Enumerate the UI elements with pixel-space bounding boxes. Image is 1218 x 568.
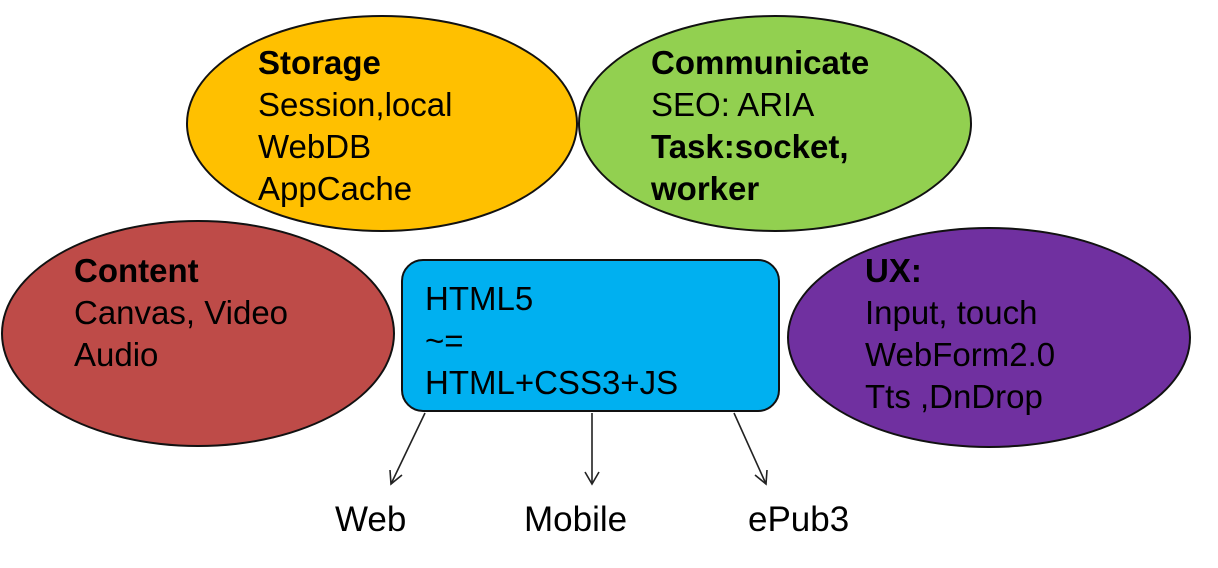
- ux-item: Input, touch: [865, 294, 1038, 331]
- communicate-ellipse: [578, 15, 972, 232]
- arrow-mobile-head: [584, 471, 600, 486]
- arrow-web: [390, 412, 426, 485]
- ux-block: UX: Input, touch WebForm2.0 Tts ,DnDrop: [865, 250, 1055, 418]
- storage-ellipse: [186, 15, 578, 232]
- storage-item: Session,local: [258, 86, 453, 123]
- storage-item: AppCache: [258, 170, 413, 207]
- ux-ellipse: [787, 227, 1191, 448]
- html5-line: ~=: [425, 322, 464, 359]
- arrow-web-head: [389, 469, 403, 486]
- arrow-epub-head: [754, 469, 768, 486]
- communicate-item: SEO: ARIA: [651, 86, 815, 123]
- html5-box: [401, 259, 780, 412]
- communicate-title: Communicate: [651, 44, 870, 81]
- communicate-block: Communicate SEO: ARIA Task:socket, worke…: [651, 42, 869, 210]
- content-title: Content: [74, 252, 199, 289]
- communicate-item-bold: Task:socket,: [651, 128, 849, 165]
- storage-block: Storage Session,local WebDB AppCache: [258, 42, 452, 210]
- output-mobile: Mobile: [524, 500, 628, 539]
- arrow-epub: [733, 412, 767, 485]
- content-block: Content Canvas, Video Audio: [74, 250, 288, 376]
- content-item: Canvas, Video: [74, 294, 289, 331]
- storage-title: Storage: [258, 44, 381, 81]
- ux-item: WebForm2.0: [865, 336, 1056, 373]
- communicate-item-bold: worker: [651, 170, 760, 207]
- html5-line: HTML5: [425, 280, 534, 317]
- ux-item: Tts ,DnDrop: [865, 378, 1043, 415]
- html5-line: HTML+CSS3+JS: [425, 364, 679, 401]
- content-item: Audio: [74, 336, 159, 373]
- html5-block: HTML5 ~= HTML+CSS3+JS: [425, 278, 678, 404]
- output-web: Web: [335, 500, 407, 539]
- content-ellipse: [1, 220, 395, 447]
- storage-item: WebDB: [258, 128, 372, 165]
- output-epub3: ePub3: [748, 500, 850, 539]
- ux-title: UX:: [865, 252, 922, 289]
